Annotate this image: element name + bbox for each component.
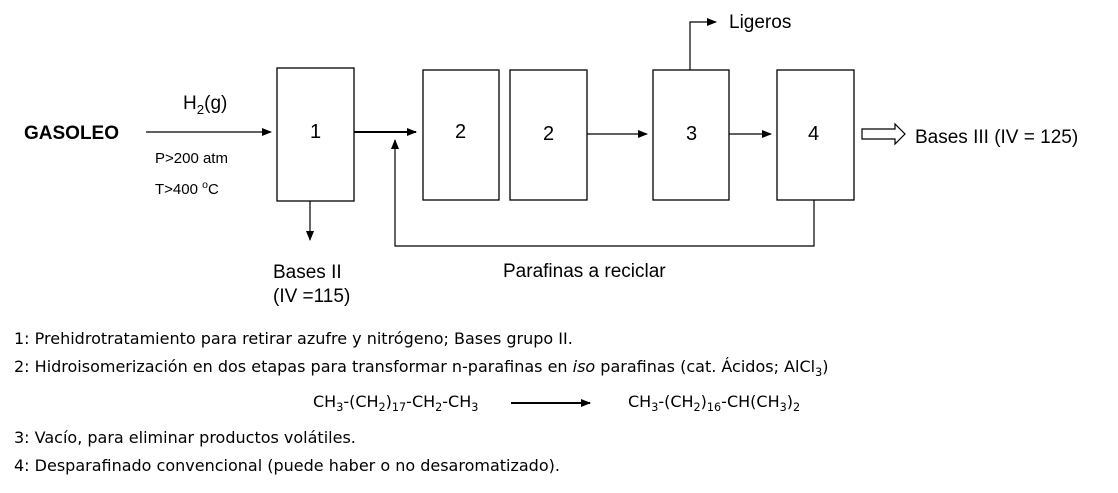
note-3: 3: Vacío, para eliminar productos voláti… — [14, 428, 356, 447]
hydrogen-label: H2(g) — [183, 93, 228, 117]
box-2a-label: 2 — [455, 121, 467, 143]
temperature-condition: T>400 oC — [155, 179, 219, 198]
note-2: 2: Hidroisomerización en dos etapas para… — [14, 357, 829, 380]
box-3 — [652, 69, 730, 201]
bases3-hollow-arrow — [861, 122, 906, 146]
recycle-label: Parafinas a reciclar — [503, 261, 666, 282]
light-ends-arrow — [689, 18, 717, 70]
note-1: 1: Prehidrotratamiento para retirar azuf… — [14, 329, 573, 348]
note-4: 4: Desparafinado convencional (puede hab… — [14, 456, 560, 475]
pressure-condition: P>200 atm — [155, 150, 228, 167]
reaction-product: CH3-(CH2)16-CH(CH3)2 — [628, 392, 801, 415]
box-2b-label: 2 — [543, 123, 555, 145]
box-4 — [776, 69, 855, 201]
bases3-label: Bases III (IV = 125) — [915, 127, 1079, 148]
box-1 — [276, 67, 355, 202]
box-3-label: 3 — [686, 123, 698, 145]
bases2-label-line1: Bases II — [273, 262, 342, 283]
box-1-label: 1 — [310, 121, 322, 143]
box-2b — [509, 69, 588, 201]
box-4-label: 4 — [808, 123, 820, 145]
reaction-reactant: CH3-(CH2)17-CH2-CH3 — [313, 392, 479, 415]
feed-label: GASOLEO — [24, 123, 120, 144]
box-2a — [422, 69, 500, 201]
bases2-label-line2: (IV =115) — [273, 286, 351, 307]
recycle-loop — [391, 139, 815, 247]
light-ends-label: Ligeros — [729, 12, 792, 33]
